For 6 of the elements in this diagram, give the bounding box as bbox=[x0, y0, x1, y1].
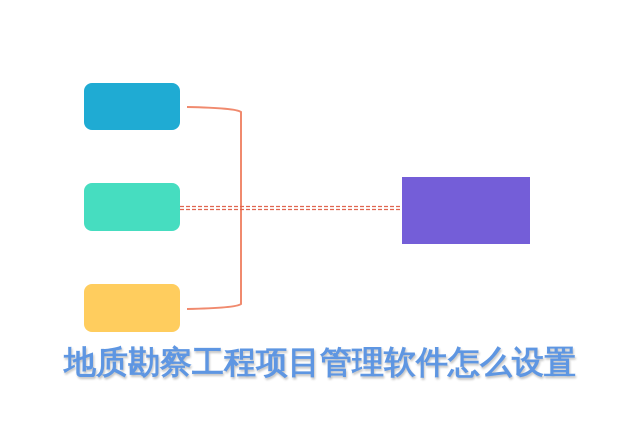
rounded-box bbox=[84, 83, 180, 130]
dashed-connector bbox=[179, 206, 403, 210]
rectangle-box bbox=[402, 177, 530, 244]
rounded-box bbox=[84, 183, 180, 231]
title: 地质勘察工程项目管理软件怎么设置 bbox=[64, 343, 576, 382]
rounded-box bbox=[84, 284, 180, 332]
